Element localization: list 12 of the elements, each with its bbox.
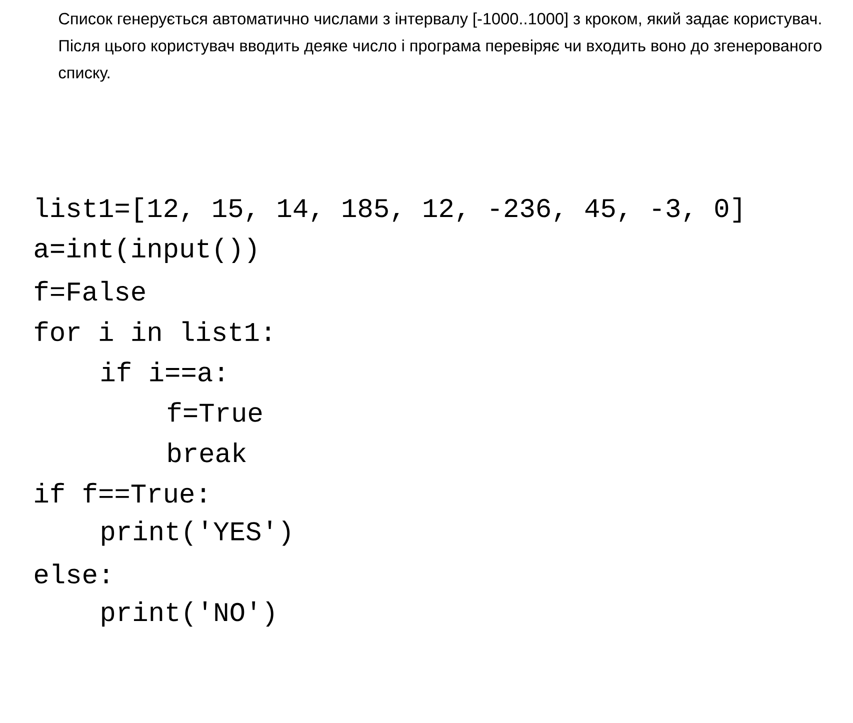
code-line: if i==a:: [102, 362, 223, 382]
code-line: else:: [34, 564, 108, 584]
code-line: if f==True:: [35, 482, 205, 503]
code-line: print('YES'): [102, 520, 290, 546]
code-line: f=True: [168, 402, 262, 422]
code-line: print('NO'): [102, 601, 274, 627]
code-line: break: [168, 442, 246, 462]
code-line: for i in list1:: [35, 321, 270, 342]
code-line: f=False: [35, 280, 145, 301]
code-line: a=int(input()): [34, 238, 256, 263]
description-paragraph: Список генерується автоматично числами з інтервалу [-1000..1000] з кроком, який задає користувач. Після цього користувач вводить деяке число і програма перевіряє чи входить воно до згенерованого списку.: [58, 12, 822, 82]
code-line: list1=[12, 15, 14, 185, 12, -236, 45, -3, 0]: [36, 197, 741, 223]
